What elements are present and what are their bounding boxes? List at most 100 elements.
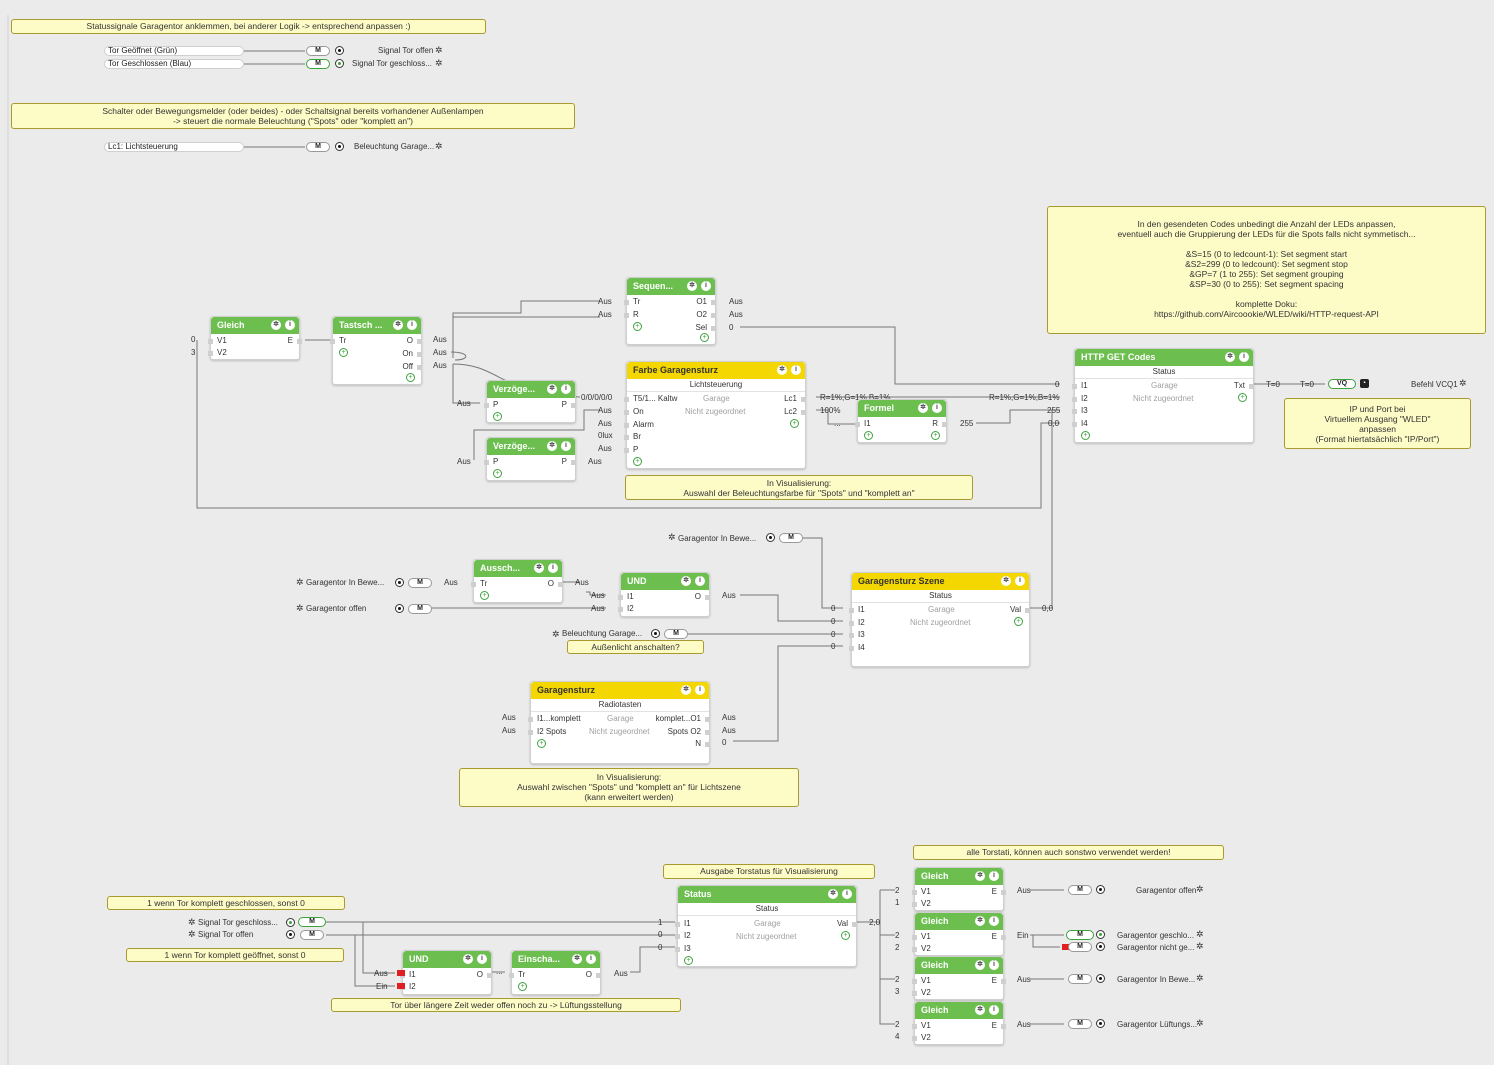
radio-icon[interactable]: [1096, 974, 1105, 983]
gear-icon[interactable]: ✲: [1196, 941, 1204, 951]
pin-i3[interactable]: I3: [675, 944, 691, 953]
m-box[interactable]: M: [1068, 1019, 1092, 1029]
gear-icon[interactable]: ✲: [777, 365, 787, 375]
pin-tr[interactable]: Tr: [470, 579, 488, 588]
info-icon[interactable]: i: [1015, 576, 1025, 586]
pin-tr[interactable]: Tr: [508, 970, 526, 979]
gear-icon[interactable]: ✲: [1001, 576, 1011, 586]
gear-icon[interactable]: ✲: [572, 954, 582, 964]
block-sequenz[interactable]: Sequen...✲i Tr R + O1 O2 Sel +: [623, 277, 716, 345]
block-http-get-codes[interactable]: HTTP GET Codes✲i Status Garage Nicht zug…: [1072, 348, 1255, 443]
m-box[interactable]: M: [306, 59, 330, 69]
pin-val[interactable]: Val: [837, 919, 857, 928]
gear-icon[interactable]: ✲: [435, 45, 443, 55]
radio-icon[interactable]: [335, 59, 344, 68]
info-icon[interactable]: i: [285, 320, 295, 330]
radio-icon[interactable]: [286, 930, 295, 939]
pin-o2[interactable]: O2: [696, 310, 716, 319]
block-ausschaltverzoegerung[interactable]: Aussch...✲i Tr + O: [470, 559, 564, 603]
pin-p[interactable]: P: [483, 400, 499, 409]
pin-e[interactable]: E: [991, 976, 1007, 985]
radio-icon[interactable]: [766, 533, 775, 542]
add-circle-icon[interactable]: +: [518, 982, 527, 991]
m-box[interactable]: M: [1068, 942, 1092, 952]
gear-icon[interactable]: ✲: [828, 889, 838, 899]
block-gleich-4[interactable]: Gleich✲i V1 V2 E: [912, 1001, 1007, 1045]
pin-r[interactable]: R: [624, 310, 639, 319]
pin-o1-komplett[interactable]: komplet...O1: [655, 714, 711, 723]
add-circle-icon[interactable]: +: [633, 457, 642, 466]
pin-r[interactable]: R: [932, 419, 947, 428]
info-icon[interactable]: i: [407, 320, 417, 330]
input-tor-geoeffnet[interactable]: Tor Geöffnet (Grün): [104, 46, 244, 56]
block-tastschalter[interactable]: Tastsch ...✲i Tr + O On Off +: [329, 316, 423, 385]
info-icon[interactable]: i: [561, 441, 571, 451]
pin-i1[interactable]: I1: [400, 970, 416, 979]
add-circle-icon[interactable]: +: [790, 419, 799, 428]
pin-v2[interactable]: V2: [912, 899, 931, 908]
pin-p[interactable]: P: [623, 445, 639, 454]
pin-e[interactable]: E: [287, 336, 303, 345]
pin-alarm[interactable]: Alarm: [624, 420, 654, 429]
gear-icon[interactable]: ✲: [687, 281, 697, 291]
pin-i3[interactable]: I3: [849, 630, 865, 639]
pin-v2[interactable]: V2: [912, 988, 931, 997]
info-icon[interactable]: i: [989, 916, 999, 926]
info-icon[interactable]: i: [477, 954, 487, 964]
pin-lc1[interactable]: Lc1: [784, 394, 806, 403]
block-gleich-3[interactable]: Gleich✲i V1 V2 E: [912, 956, 1007, 1000]
pin-p[interactable]: P: [483, 457, 499, 466]
pin-i1[interactable]: I1: [1072, 381, 1088, 390]
add-circle-icon[interactable]: +: [406, 373, 415, 382]
info-icon[interactable]: i: [989, 960, 999, 970]
gear-icon[interactable]: ✲: [534, 563, 544, 573]
gear-icon[interactable]: ✲: [547, 384, 557, 394]
gear-icon[interactable]: ✲: [681, 685, 691, 695]
pin-i2-spots[interactable]: I2 Spots: [527, 727, 567, 736]
m-box[interactable]: M: [408, 604, 432, 614]
pin-v1[interactable]: V1: [912, 976, 931, 985]
radio-icon[interactable]: [1096, 942, 1105, 951]
radio-icon[interactable]: [651, 629, 660, 638]
gear-icon[interactable]: ✲: [1196, 1018, 1204, 1028]
info-icon[interactable]: i: [548, 563, 558, 573]
radio-icon[interactable]: [335, 142, 344, 151]
radio-icon[interactable]: [1096, 1019, 1105, 1028]
pin-i2[interactable]: I2: [400, 982, 416, 991]
add-circle-icon[interactable]: +: [841, 931, 850, 940]
gear-icon[interactable]: ✲: [975, 871, 985, 881]
add-circle-icon[interactable]: +: [684, 956, 693, 965]
pin-on[interactable]: On: [624, 407, 644, 416]
pin-br[interactable]: Br: [624, 432, 641, 441]
m-box[interactable]: M: [306, 46, 330, 56]
pin-i1-komplett[interactable]: I1...komplett: [528, 714, 581, 723]
pin-v2[interactable]: V2: [208, 348, 227, 357]
pin-v1[interactable]: V1: [912, 932, 931, 941]
gear-icon[interactable]: ✲: [188, 929, 196, 939]
info-icon[interactable]: i: [695, 685, 705, 695]
m-box[interactable]: M: [1068, 885, 1092, 895]
pin-i4[interactable]: I4: [1072, 419, 1088, 428]
radio-icon[interactable]: [1096, 930, 1105, 939]
vq-box[interactable]: VQ: [1328, 379, 1356, 389]
add-circle-icon[interactable]: +: [480, 591, 489, 600]
info-icon[interactable]: i: [989, 1005, 999, 1015]
gear-icon[interactable]: ✲: [393, 320, 403, 330]
pin-i1[interactable]: I1: [675, 919, 691, 928]
gear-icon[interactable]: ✲: [975, 1005, 985, 1015]
add-circle-icon[interactable]: +: [633, 322, 642, 331]
gear-icon[interactable]: ✲: [1459, 378, 1467, 388]
pin-i4[interactable]: I4: [849, 643, 865, 652]
add-circle-icon[interactable]: +: [700, 333, 709, 342]
pin-e[interactable]: E: [991, 932, 1007, 941]
block-und[interactable]: UND✲i I1 I2 O: [618, 572, 711, 617]
info-icon[interactable]: i: [842, 889, 852, 899]
gear-icon[interactable]: ✲: [188, 917, 196, 927]
add-circle-icon[interactable]: +: [931, 431, 940, 440]
pin-o1[interactable]: O1: [696, 297, 716, 306]
pin-kaltweiss[interactable]: T5/1... Kaltw: [623, 394, 678, 403]
add-circle-icon[interactable]: +: [1238, 393, 1247, 402]
add-circle-icon[interactable]: +: [537, 739, 546, 748]
gear-icon[interactable]: ✲: [547, 441, 557, 451]
input-lichtsteuerung[interactable]: Lc1: Lichtsteuerung: [104, 142, 244, 152]
